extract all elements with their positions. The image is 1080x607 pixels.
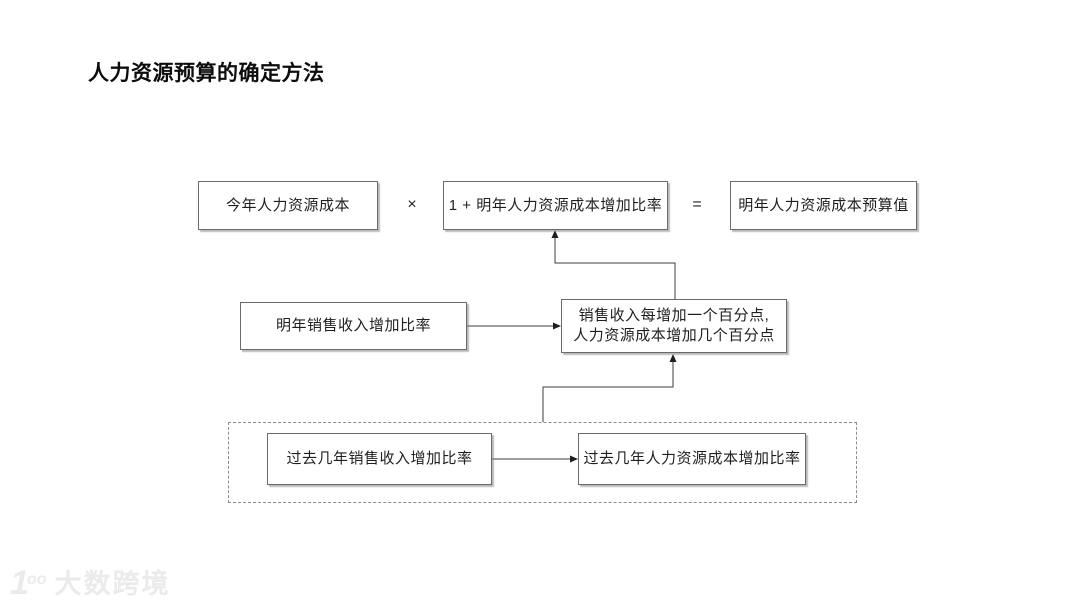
percentage-relation-line2: 人力资源成本增加几个百分点 (573, 327, 775, 344)
box-percentage-relation: 销售收入每增加一个百分点, 人力资源成本增加几个百分点 (561, 299, 787, 353)
box-this-year-hr-cost: 今年人力资源成本 (198, 181, 378, 230)
watermark: 1oo 大数跨境 (10, 562, 170, 601)
history-group-container (228, 422, 857, 503)
box-past-years-hr-cost-increase-ratio: 过去几年人力资源成本增加比率 (578, 433, 806, 485)
box-next-year-sales-increase-ratio: 明年销售收入增加比率 (240, 302, 467, 350)
equals-operator: = (692, 196, 702, 213)
watermark-brand-text: 大数跨境 (54, 569, 171, 599)
box-next-year-budget-value: 明年人力资源成本预算值 (730, 181, 917, 230)
elbow-relation-to-formula (551, 230, 676, 299)
page-title: 人力资源预算的确定方法 (88, 62, 325, 85)
multiply-operator: × (407, 196, 417, 213)
elbow-history-to-relation (542, 354, 677, 422)
watermark-logo-icon: 1oo (10, 564, 47, 602)
box-one-plus-next-year-increase-ratio: 1 + 明年人力资源成本增加比率 (443, 181, 668, 230)
box-past-years-sales-increase-ratio: 过去几年销售收入增加比率 (267, 433, 492, 485)
arrow-next-year-sales-to-relation (467, 322, 561, 330)
percentage-relation-line1: 销售收入每增加一个百分点, (578, 307, 770, 324)
